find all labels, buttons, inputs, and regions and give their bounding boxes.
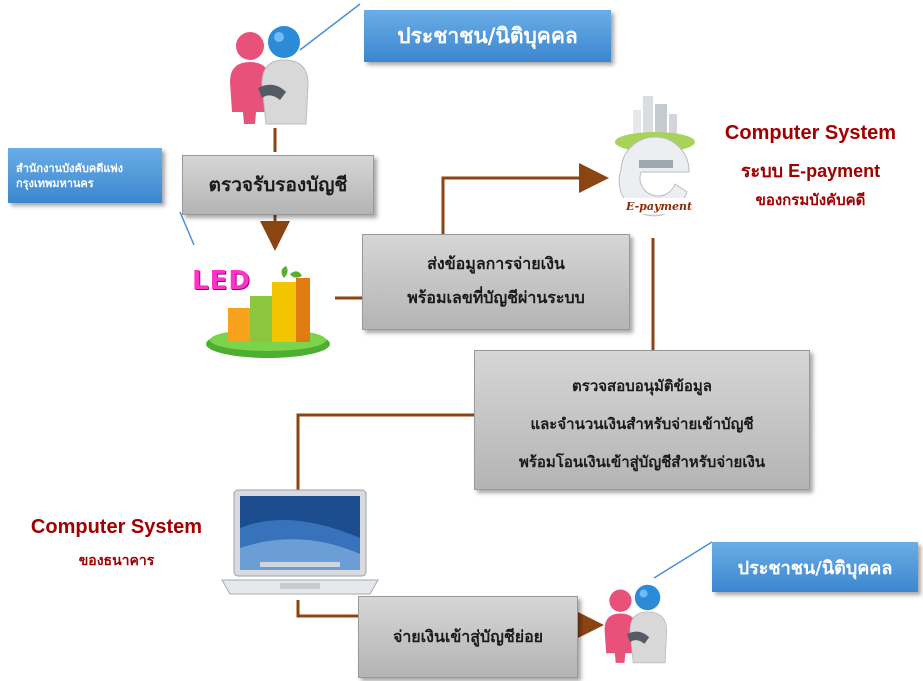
arrow-send-to-epayment (441, 163, 609, 234)
verify-account-box: ตรวจรับรองบัญชี (182, 155, 374, 215)
people-icon-top (230, 26, 309, 125)
citizen-label-bottom: ประชาชน/นิติบุคคล (712, 542, 918, 592)
approve-line-2: และจำนวนเงินสำหรับจ่ายเข้าบัญชี (530, 415, 754, 433)
led-logo-text: LED (192, 266, 251, 296)
laptop-icon (221, 489, 379, 595)
led-logo-icon (206, 266, 330, 358)
epayment-system-title: Computer System (724, 122, 897, 144)
line-approve-to-bank (296, 413, 474, 490)
approve-box: ตรวจสอบอนุมัติข้อมูล และจำนวนเงินสำหรับจ… (474, 350, 810, 490)
approve-line-1: ตรวจสอบอนุมัติข้อมูล (572, 377, 712, 395)
bank-system-title: Computer System (30, 516, 203, 538)
callout-line-top (299, 3, 361, 51)
epayment-logo-icon (615, 96, 697, 217)
callout-line-office (179, 211, 195, 246)
citizen-label-top: ประชาชน/นิติบุคคล (364, 10, 611, 62)
office-label: สำนักงานบังคับคดีแพ่งกรุงเทพมหานคร (8, 148, 162, 203)
bank-system-owner: ของธนาคาร (78, 553, 155, 569)
send-data-box: ส่งข้อมูลการจ่ายเงิน พร้อมเลขที่บัญชีผ่า… (362, 234, 630, 330)
line-bank-to-pay (296, 600, 358, 618)
epayment-system-owner: ของกรมบังคับคดี (755, 191, 866, 209)
send-data-line-1: ส่งข้อมูลการจ่ายเงิน (427, 254, 565, 273)
approve-line-3: พร้อมโอนเงินเข้าสู่บัญชีสำหรับจ่ายเงิน (518, 453, 766, 471)
send-data-line-2: พร้อมเลขที่บัญชีผ่านระบบ (407, 288, 585, 307)
epayment-logo-caption: E-payment (626, 200, 693, 213)
people-icon-bottom (604, 584, 668, 664)
pay-box: จ่ายเงินเข้าสู่บัญชีย่อย (358, 596, 578, 678)
callout-line-bottom (653, 541, 713, 579)
epayment-system-subtitle: ระบบ E-payment (740, 161, 881, 181)
